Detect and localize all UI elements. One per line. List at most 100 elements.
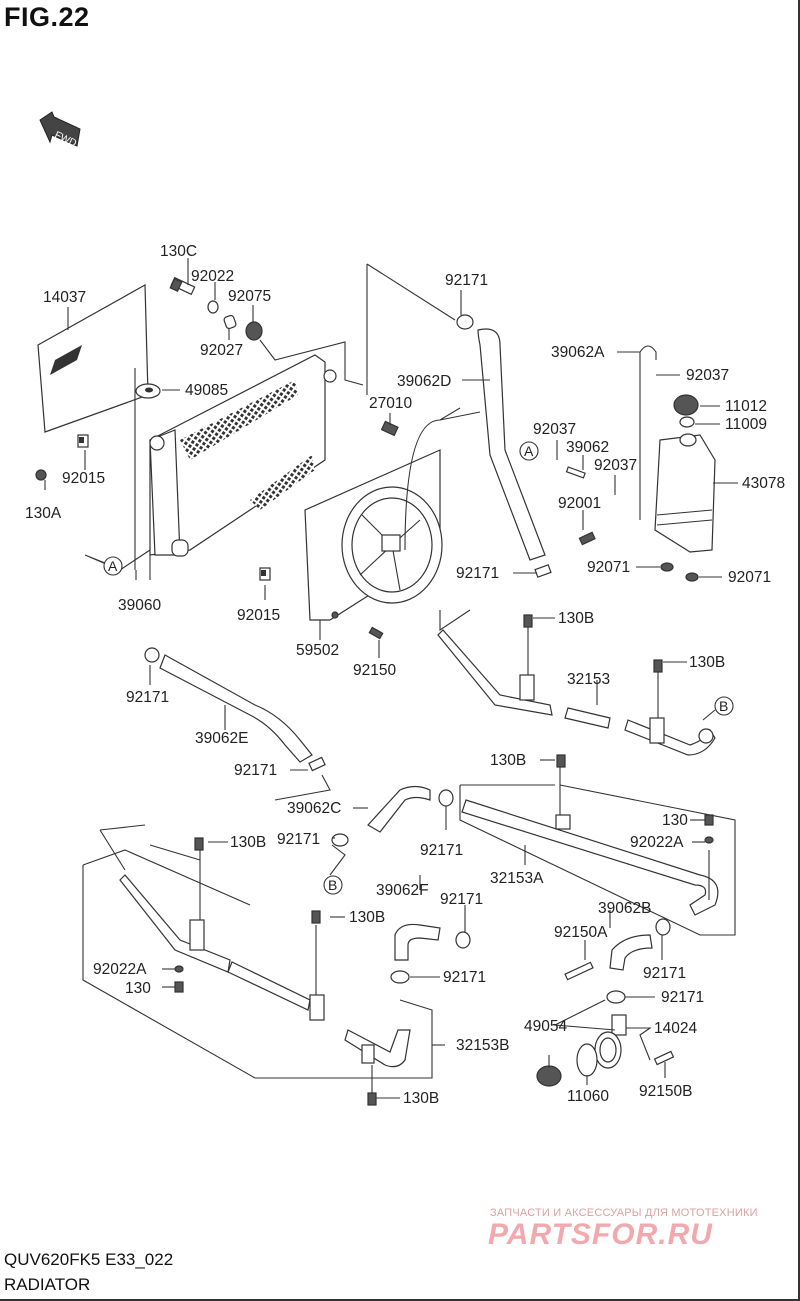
tank-cap-icon	[673, 394, 699, 416]
radiator-drawing	[35, 276, 399, 581]
part-label[interactable]: 130	[125, 980, 151, 997]
part-label[interactable]: 39062C	[287, 800, 341, 817]
bolt-92001-icon	[578, 531, 596, 546]
section-name: RADIATOR	[4, 1275, 91, 1294]
washer-92022-icon	[207, 300, 219, 314]
clamp-92171-c-icon	[438, 789, 454, 807]
reserve-tank-icon	[565, 345, 716, 582]
part-label[interactable]: 11012	[725, 398, 767, 415]
gasket-11060-icon	[576, 1043, 598, 1077]
part-label[interactable]: 92022A	[93, 961, 147, 978]
part-label[interactable]: 92022A	[630, 834, 684, 851]
part-label[interactable]: 130C	[160, 243, 197, 260]
bolt-130c-icon	[169, 276, 196, 296]
part-label[interactable]: 92171	[440, 891, 483, 908]
clamp-92171-icon	[456, 314, 474, 330]
washer-92022a-b-icon	[174, 965, 184, 973]
fwd-arrow-icon: FWD	[39, 111, 81, 149]
part-label[interactable]: 92171	[277, 831, 320, 848]
part-label[interactable]: 130A	[25, 505, 62, 522]
part-label[interactable]: 92037	[686, 367, 729, 384]
part-label[interactable]: 130B	[349, 909, 385, 926]
part-label[interactable]: 11009	[725, 416, 767, 433]
part-label[interactable]: 39062F	[376, 882, 429, 899]
part-label[interactable]: 92150	[353, 662, 396, 679]
svg-text:B: B	[328, 877, 337, 893]
part-label[interactable]: 14024	[654, 1020, 697, 1037]
part-label[interactable]: 92171	[456, 565, 499, 582]
hose-39062-icon	[565, 466, 586, 479]
grommet-92075-icon	[245, 321, 263, 341]
part-label[interactable]: 39060	[118, 597, 161, 614]
bolt-130-icon	[704, 814, 714, 826]
pipe-32153-icon	[437, 614, 716, 756]
clamp-92171-left-icon	[144, 647, 160, 663]
part-label[interactable]: 92075	[228, 288, 271, 305]
clamp-92171-b-icon	[331, 833, 349, 847]
part-label[interactable]: 27010	[369, 395, 412, 412]
clamp-92171-e-icon	[308, 756, 326, 772]
part-label[interactable]: 39062A	[551, 344, 605, 361]
part-label[interactable]: 32153B	[456, 1037, 509, 1054]
part-label[interactable]: 92071	[587, 559, 630, 576]
part-label[interactable]: 39062E	[195, 730, 248, 747]
part-label[interactable]: 92027	[200, 342, 243, 359]
hose-39062d-icon	[477, 328, 546, 561]
ref-marker-a-left: A	[103, 556, 123, 576]
hose-39062f-icon	[394, 923, 441, 961]
model-code: QUV620FK5 E33_022	[4, 1250, 174, 1269]
radiator-guard-icon	[37, 283, 149, 433]
part-label[interactable]: 14037	[43, 289, 86, 306]
part-label[interactable]: 92171	[643, 965, 686, 982]
part-label[interactable]: 92037	[533, 421, 576, 438]
part-label[interactable]: 39062B	[598, 900, 651, 917]
ref-marker-b-upper: B	[714, 696, 734, 716]
part-label[interactable]: 92001	[558, 495, 601, 512]
figure-title: FIG.22	[4, 2, 90, 32]
part-label[interactable]: 130	[662, 812, 688, 829]
clamp-92171-h-icon	[606, 990, 626, 1004]
part-label[interactable]: 49054	[524, 1018, 567, 1035]
part-label[interactable]: 92171	[445, 272, 488, 289]
thermostat-housing-icon	[536, 1014, 675, 1087]
clamp-92171-f2-icon	[390, 970, 410, 984]
fan-assembly-icon	[304, 407, 481, 640]
part-label[interactable]: 92037	[594, 457, 637, 474]
part-label[interactable]: 39062	[566, 439, 609, 456]
part-label[interactable]: 92171	[234, 762, 277, 779]
hose-39062e-icon	[159, 654, 313, 763]
part-label[interactable]: 92171	[661, 989, 704, 1006]
part-label[interactable]: 92150A	[554, 924, 608, 941]
pipe-32153a-icon	[461, 754, 719, 916]
part-label[interactable]: 39062D	[397, 373, 451, 390]
part-labels: 130C 92022 92075 14037 92027 49085 92015…	[25, 243, 785, 1107]
part-label[interactable]: 130B	[403, 1090, 439, 1107]
part-label[interactable]: 92071	[728, 569, 771, 586]
part-label[interactable]: 92015	[62, 470, 105, 487]
grommet-92071b-icon	[685, 572, 699, 582]
part-label[interactable]: 92171	[126, 689, 169, 706]
bolt-130-b-icon	[174, 981, 184, 993]
part-label[interactable]: 130B	[689, 654, 725, 671]
part-label[interactable]: 11060	[567, 1088, 609, 1105]
part-label[interactable]: 130B	[558, 610, 594, 627]
thermostat-49054-icon	[536, 1065, 562, 1087]
part-label[interactable]: 92015	[237, 607, 280, 624]
ref-marker-a-right: A	[519, 441, 539, 461]
part-label[interactable]: 92150B	[639, 1083, 692, 1100]
part-label[interactable]: 92171	[420, 842, 463, 859]
part-label[interactable]: 130B	[490, 752, 526, 769]
part-label[interactable]: 59502	[296, 642, 339, 659]
part-label[interactable]: 92171	[443, 969, 486, 986]
bolt-92150-icon	[368, 626, 384, 640]
part-label[interactable]: 32153	[567, 671, 610, 688]
part-label[interactable]: 130B	[230, 834, 266, 851]
washer-92022a-icon	[704, 836, 714, 844]
part-label[interactable]: 43078	[742, 475, 785, 492]
watermark-subtitle: ЗАПЧАСТИ И АКСЕССУАРЫ ДЛЯ МОТОТЕХНИКИ	[490, 1207, 758, 1219]
part-label[interactable]: 49085	[185, 382, 228, 399]
part-label[interactable]: 32153A	[490, 870, 544, 887]
part-label[interactable]: 92022	[191, 268, 234, 285]
